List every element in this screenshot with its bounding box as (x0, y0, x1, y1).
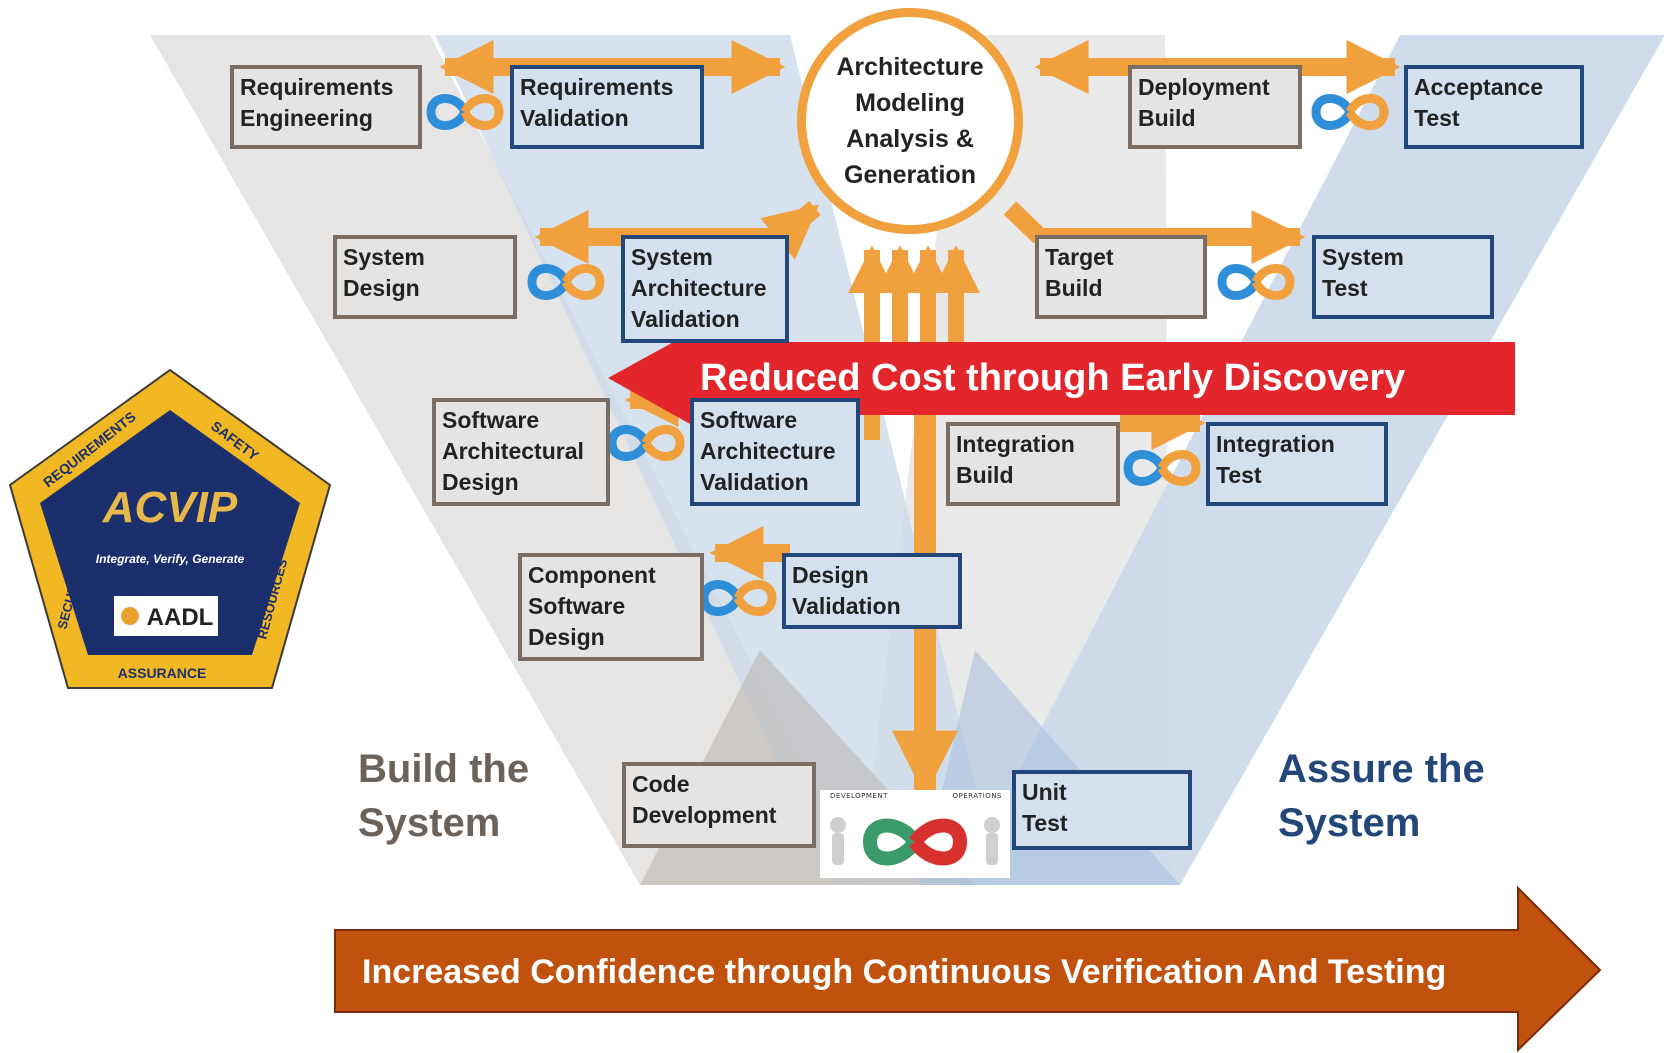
box-line: System (631, 244, 713, 270)
box-line: Test (1322, 275, 1368, 301)
system-architecture-validation-box: System Architecture Validation (621, 235, 789, 343)
target-build-box: Target Build (1035, 235, 1207, 319)
sync-loop-icon (1123, 450, 1201, 486)
box-line: System (343, 244, 425, 270)
box-line: Build (1138, 105, 1196, 131)
box-line: Test (1022, 810, 1068, 836)
box-line: Design (792, 562, 869, 588)
box-line: Requirements (240, 74, 394, 100)
box-line: Validation (631, 306, 740, 332)
box-line: System (1322, 244, 1404, 270)
box-line: Acceptance (1414, 74, 1544, 100)
software-architectural-design-box: Software Architectural Design (432, 398, 610, 506)
bottom-banner-arrow (334, 885, 1602, 1053)
sync-loop-icon (699, 580, 777, 616)
sync-loop-icon (1311, 94, 1389, 130)
software-architecture-validation-box: Software Architecture Validation (690, 398, 860, 506)
devops-right-label: OPERATIONS (952, 792, 1002, 800)
build-the-system-caption: Build the System (358, 742, 529, 850)
badge-tagline: Integrate, Verify, Generate (96, 552, 245, 566)
acceptance-test-box: Acceptance Test (1404, 65, 1584, 149)
component-software-design-box: Component Software Design (518, 553, 704, 661)
requirements-validation-box: Requirements Validation (510, 65, 704, 149)
code-development-box: Code Development (622, 762, 816, 848)
integration-build-box: Integration Build (946, 422, 1120, 506)
loop-icons (426, 94, 1389, 616)
sync-loop-icon (426, 94, 504, 130)
box-line: Architectural (442, 438, 584, 464)
aadl-logo-icon (121, 607, 139, 625)
box-line: Validation (792, 593, 901, 619)
box-line: Validation (700, 469, 809, 495)
hub-line: Architecture (836, 53, 984, 81)
design-validation-box: Design Validation (782, 553, 962, 629)
caption-line: System (1278, 801, 1421, 845)
assure-the-system-caption: Assure the System (1278, 742, 1485, 850)
badge-edge-assurance: ASSURANCE (118, 665, 207, 681)
sync-loop-icon (607, 425, 685, 461)
box-line: Integration (1216, 431, 1335, 457)
box-line: Software (528, 593, 626, 619)
box-line: Engineering (240, 105, 373, 131)
aadl-logo-text: AADL (147, 604, 214, 631)
system-test-box: System Test (1312, 235, 1494, 319)
requirements-engineering-box: Requirements Engineering (230, 65, 422, 149)
sync-loop-icon (527, 264, 605, 300)
box-line: Design (442, 469, 519, 495)
devops-left-label: DEVELOPMENT (830, 792, 888, 800)
hub-line: Modeling (855, 89, 965, 117)
caption-line: Build the (358, 747, 530, 791)
box-line: Design (343, 275, 420, 301)
devops-infinity-icon (830, 817, 1000, 866)
unit-test-box: Unit Test (1012, 770, 1192, 850)
system-design-box: System Design (333, 235, 517, 319)
box-line: Build (1045, 275, 1103, 301)
box-line: Architecture (700, 438, 836, 464)
box-line: Validation (520, 105, 629, 131)
box-line: Code (632, 771, 690, 797)
badge-title: ACVIP (102, 483, 238, 532)
box-line: Software (700, 407, 798, 433)
hub-line: Analysis & (846, 125, 974, 153)
devops-graphic: DEVELOPMENT OPERATIONS (820, 790, 1010, 878)
box-line: Test (1216, 462, 1262, 488)
red-banner-text: Reduced Cost through Early Discovery (700, 357, 1406, 399)
bottom-banner-text: Increased Confidence through Continuous … (362, 953, 1447, 991)
box-line: Deployment (1138, 74, 1270, 100)
caption-line: Assure the (1278, 747, 1485, 791)
architecture-hub: Architecture Modeling Analysis & Generat… (797, 8, 1023, 234)
badge-navy-pentagon (40, 410, 300, 655)
acvip-badge: ACVIP Integrate, Verify, Generate AADL R… (8, 368, 332, 689)
box-line: Target (1045, 244, 1114, 270)
sync-loop-icon (1217, 264, 1295, 300)
box-line: Design (528, 624, 605, 650)
box-line: Requirements (520, 74, 674, 100)
box-line: Test (1414, 105, 1460, 131)
integration-test-box: Integration Test (1206, 422, 1388, 506)
box-line: Integration (956, 431, 1075, 457)
caption-line: System (358, 801, 501, 845)
box-line: Development (632, 802, 777, 828)
box-line: Software (442, 407, 540, 433)
hub-line: Generation (844, 161, 976, 189)
box-line: Component (528, 562, 656, 588)
box-line: Architecture (631, 275, 767, 301)
box-line: Build (956, 462, 1014, 488)
deployment-build-box: Deployment Build (1128, 65, 1302, 149)
box-line: Unit (1022, 779, 1067, 805)
